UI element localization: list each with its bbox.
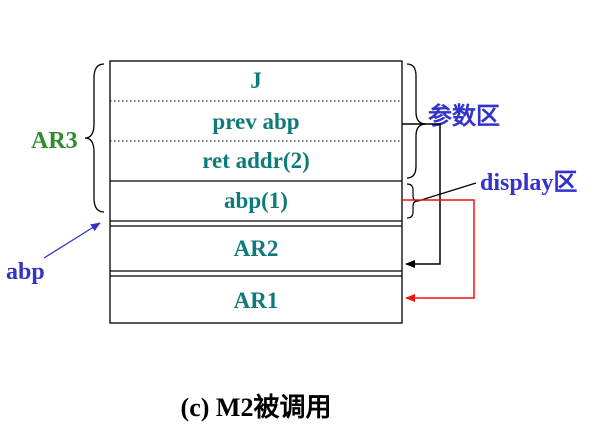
display-label: display区 [480,170,577,196]
stack: J prev abp ret addr(2) abp(1) AR2 AR1 [109,60,403,324]
ar3-label: AR3 [31,128,78,154]
stack-row-j: J [250,68,262,93]
stack-row-ar2: AR2 [234,236,279,261]
stack-row-abp1: abp(1) [224,188,288,213]
display-brace [406,183,419,219]
abp-arrow [43,222,101,259]
display-leader-line [417,182,477,202]
params-arrow [402,123,441,268]
ar3-brace [84,63,105,213]
figure-caption: (c) M2被调用 [181,393,332,422]
params-brace [406,63,427,179]
stack-row-prev-abp: prev abp [212,109,299,134]
abp-label: abp [6,259,45,285]
stack-row-ar1: AR1 [234,288,279,313]
params-label: 参数区 [428,102,500,130]
stack-row-ret-addr: ret addr(2) [202,148,310,173]
stack-outline [109,60,403,324]
display-arrow [402,199,475,302]
